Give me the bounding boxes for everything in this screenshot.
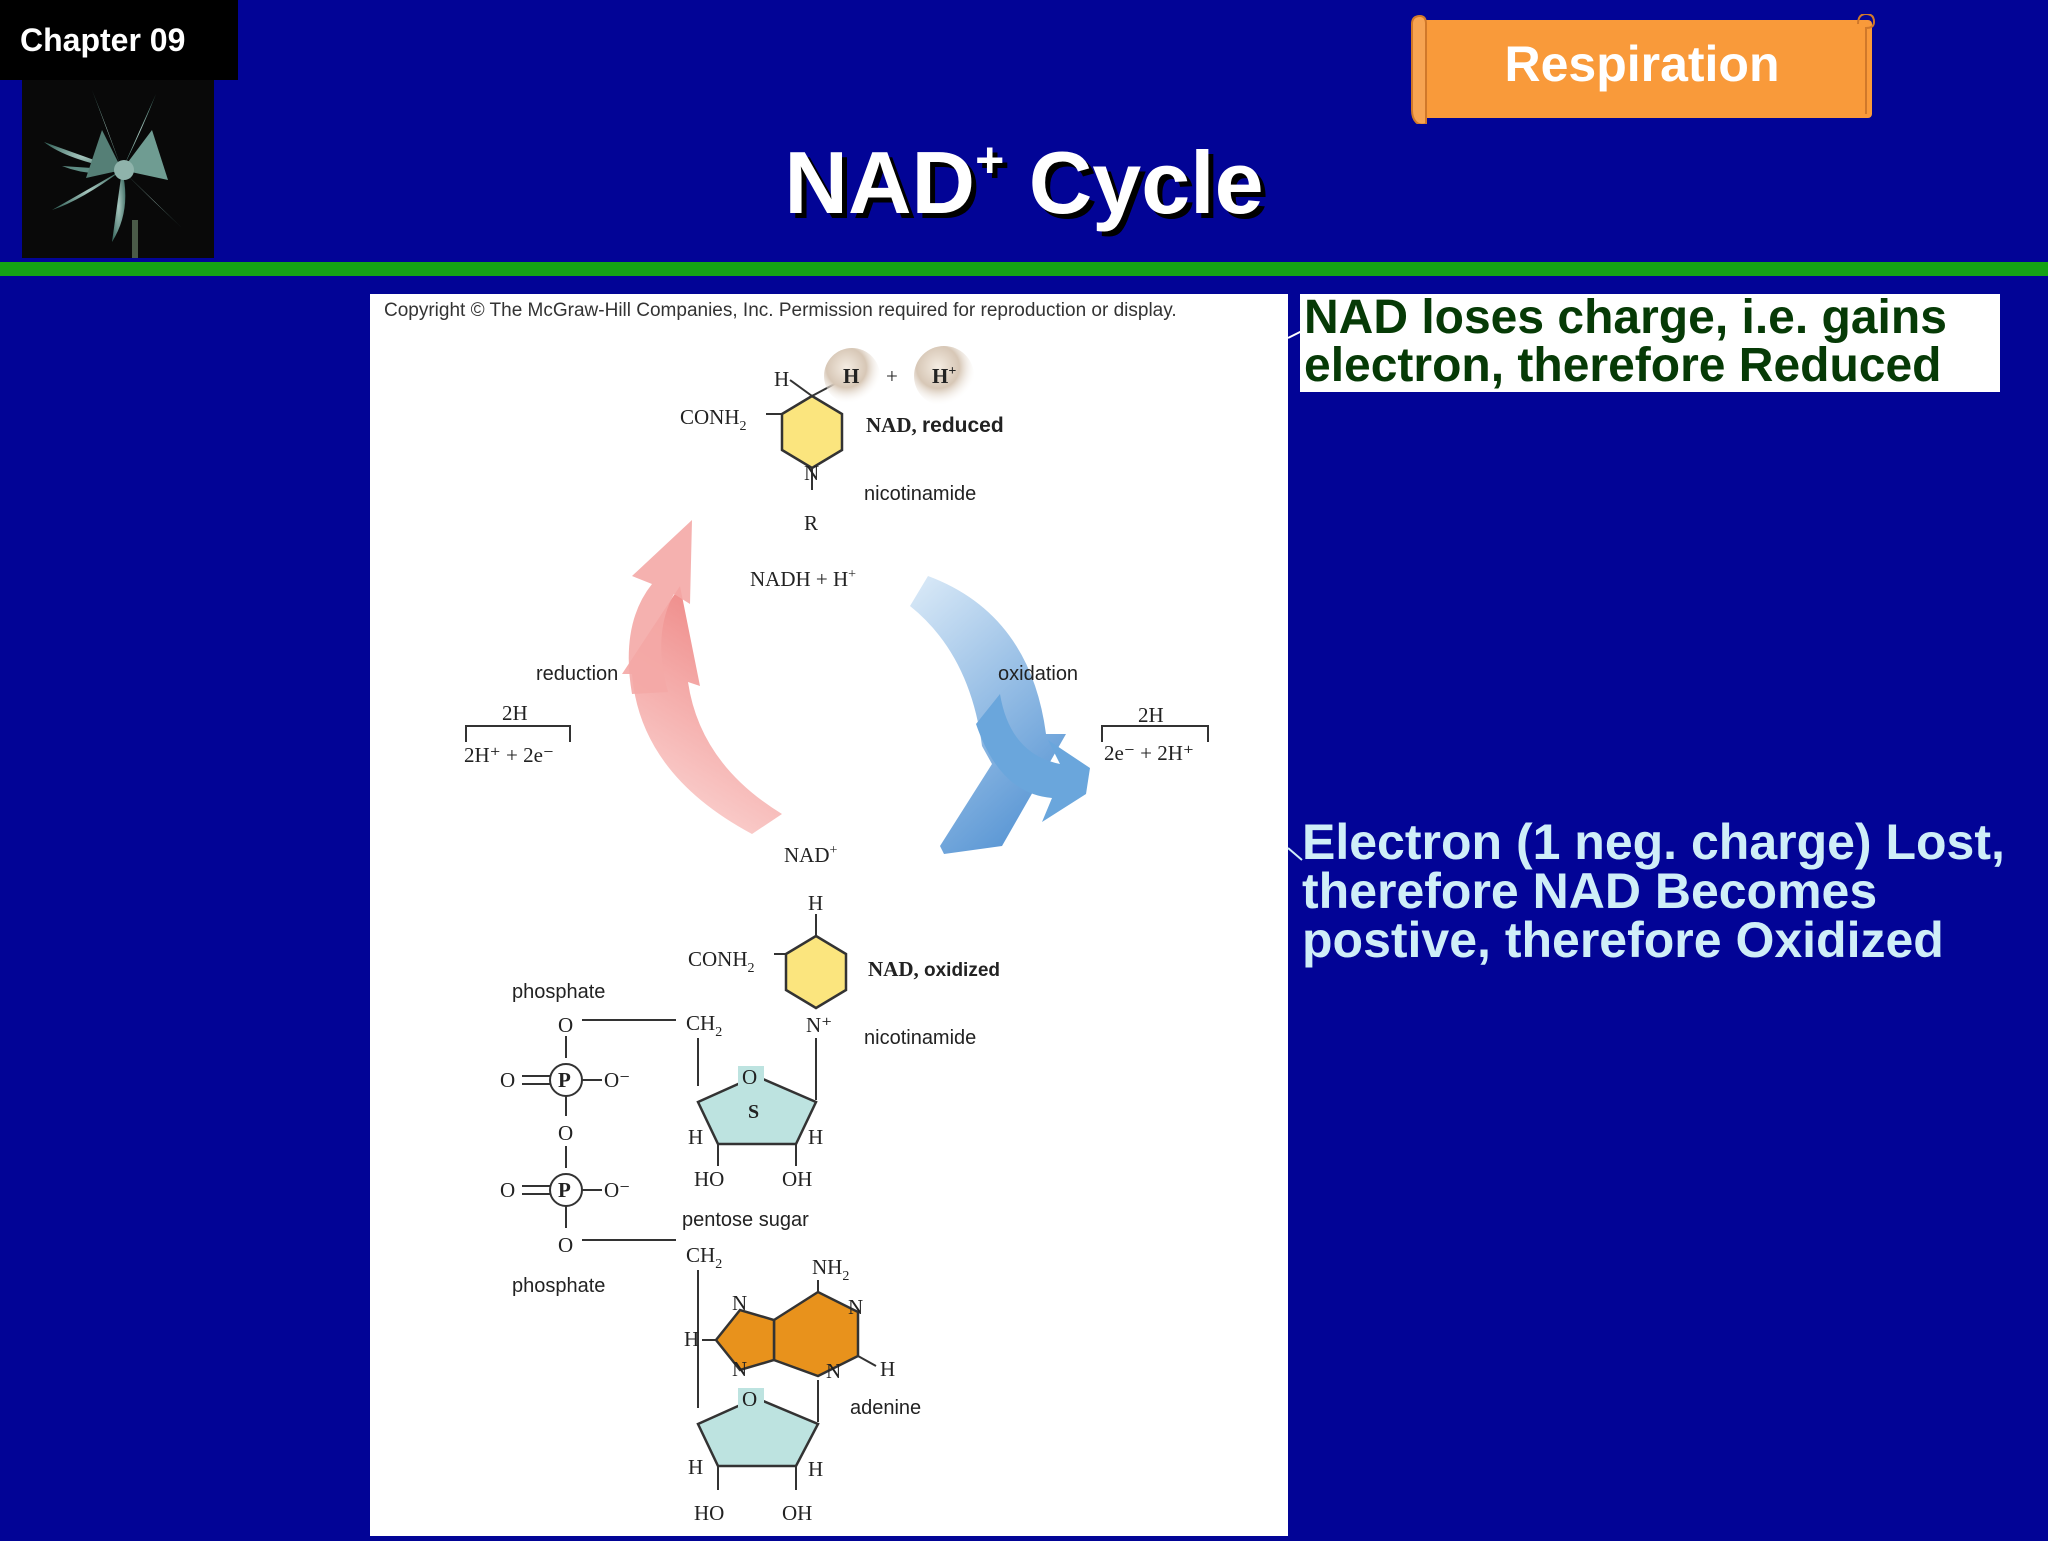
oxidation-label: oxidation (998, 663, 1078, 685)
succulent-plant-icon (22, 80, 214, 258)
nad-oxidized-label: NAD, oxidized (868, 957, 1000, 981)
ho-lower: HO (694, 1501, 724, 1525)
callout-pointer-bottom (1287, 847, 1303, 861)
nadh-label: NADH + H+ (750, 567, 856, 591)
phosphate-label-bottom: phosphate (512, 1275, 605, 1297)
o-ring-upper: O (742, 1065, 757, 1089)
oxidation-arrow-branch-icon (976, 694, 1090, 822)
r-group-label: R (804, 511, 818, 535)
left-ions-label: 2H⁺ + 2e⁻ (464, 743, 554, 767)
h-lower-1: H (688, 1455, 703, 1479)
h-adenine-1: H (684, 1327, 699, 1351)
left-2h-label: 2H (502, 701, 528, 725)
conh2-label: CONH2 (680, 405, 747, 434)
o-label-1: O (558, 1013, 573, 1037)
conh2-bottom-label: CONH2 (688, 947, 755, 976)
nad-cycle-figure: Copyright © The McGraw-Hill Companies, I… (370, 294, 1288, 1536)
ch2-lower-label: CH2 (686, 1243, 722, 1272)
hydrogen-atom-icon (824, 348, 880, 404)
nicotinamide-label-top: nicotinamide (864, 483, 976, 505)
ch2-upper-label: CH2 (686, 1011, 722, 1040)
nitrogen-label: N (804, 461, 819, 485)
adenine-label: adenine (850, 1397, 921, 1419)
o-label-3: O (558, 1233, 573, 1257)
callout-oxidized: Electron (1 neg. charge) Lost, therefore… (1302, 814, 2005, 968)
right-ions-label: 2e⁻ + 2H⁺ (1104, 741, 1194, 765)
header-divider (0, 262, 2048, 276)
nad-reduced-label: NAD, reduced (866, 413, 1004, 437)
s-label: S (748, 1101, 759, 1123)
callout-reduced: NAD loses charge, i.e. gains electron, t… (1300, 294, 2000, 392)
title-nad: NAD (784, 133, 976, 232)
n-adenine-1: N (732, 1291, 747, 1315)
reduction-label: reduction (536, 663, 618, 685)
title-cycle: Cycle (1004, 133, 1264, 232)
o-label-2: O (558, 1121, 573, 1145)
h-lower-2: H (808, 1457, 823, 1481)
o-double-2: O (500, 1178, 515, 1202)
hydrogen-atom-label: H (843, 364, 859, 388)
h-sugar-2: H (808, 1125, 823, 1149)
o-ring-lower: O (742, 1387, 757, 1411)
oxidized-nad-structure: H CONH2 NAD, oxidized N⁺ nicotinamide ph… (500, 891, 1000, 1525)
h-top-label: H (808, 891, 823, 915)
chapter-text: Chapter 09 (20, 21, 186, 58)
reduction-arrow-icon (622, 586, 782, 834)
title-superscript: + (975, 132, 1005, 188)
p-label-2: P (558, 1178, 571, 1202)
chapter-label: Chapter 09 (0, 0, 238, 80)
copyright-notice: Copyright © The McGraw-Hill Companies, I… (384, 300, 1177, 321)
nicotinamide-label-bottom: nicotinamide (864, 1027, 976, 1049)
n-plus-label: N⁺ (806, 1013, 832, 1037)
hydrogen-ion-label: H+ (932, 364, 956, 388)
o-minus-1: O⁻ (604, 1068, 630, 1092)
succulent-plant-image (22, 80, 214, 258)
slide-title: NAD+ Cycle (0, 128, 2048, 238)
h-atom-label: H (774, 367, 789, 391)
hydrogen-ion-icon (914, 346, 974, 406)
h-adenine-2: H (880, 1357, 895, 1381)
redox-cycle: NADH + H+ reduction oxidation 2H 2H⁺ + 2… (464, 520, 1209, 867)
n-adenine-2: N (848, 1295, 863, 1319)
reduced-nicotinamide: H H + H+ CONH2 NAD, reduced N R nicotina… (680, 346, 1004, 535)
n-adenine-4: N (732, 1357, 747, 1381)
n-adenine-3: N (826, 1359, 841, 1383)
nad-cycle-diagram: Copyright © The McGraw-Hill Companies, I… (384, 300, 1209, 1525)
h-sugar-1: H (688, 1125, 703, 1149)
right-2h-label: 2H (1138, 703, 1164, 727)
banner-title: Respiration (1504, 36, 1780, 92)
plus-sign: + (886, 364, 898, 388)
respiration-banner: Respiration (1408, 14, 1876, 124)
pentose-sugar-label: pentose sugar (682, 1209, 809, 1231)
scroll-banner-icon (1411, 14, 1876, 124)
reduction-arrow-branch-icon (628, 520, 692, 694)
nh2-label: NH2 (812, 1255, 849, 1284)
phosphate-label-top: phosphate (512, 981, 605, 1003)
nad-plus-label: NAD+ (784, 843, 838, 867)
o-double-1: O (500, 1068, 515, 1092)
oh-upper: OH (782, 1167, 812, 1191)
p-label-1: P (558, 1068, 571, 1092)
o-minus-2: O⁻ (604, 1178, 630, 1202)
ho-upper: HO (694, 1167, 724, 1191)
oh-lower: OH (782, 1501, 812, 1525)
